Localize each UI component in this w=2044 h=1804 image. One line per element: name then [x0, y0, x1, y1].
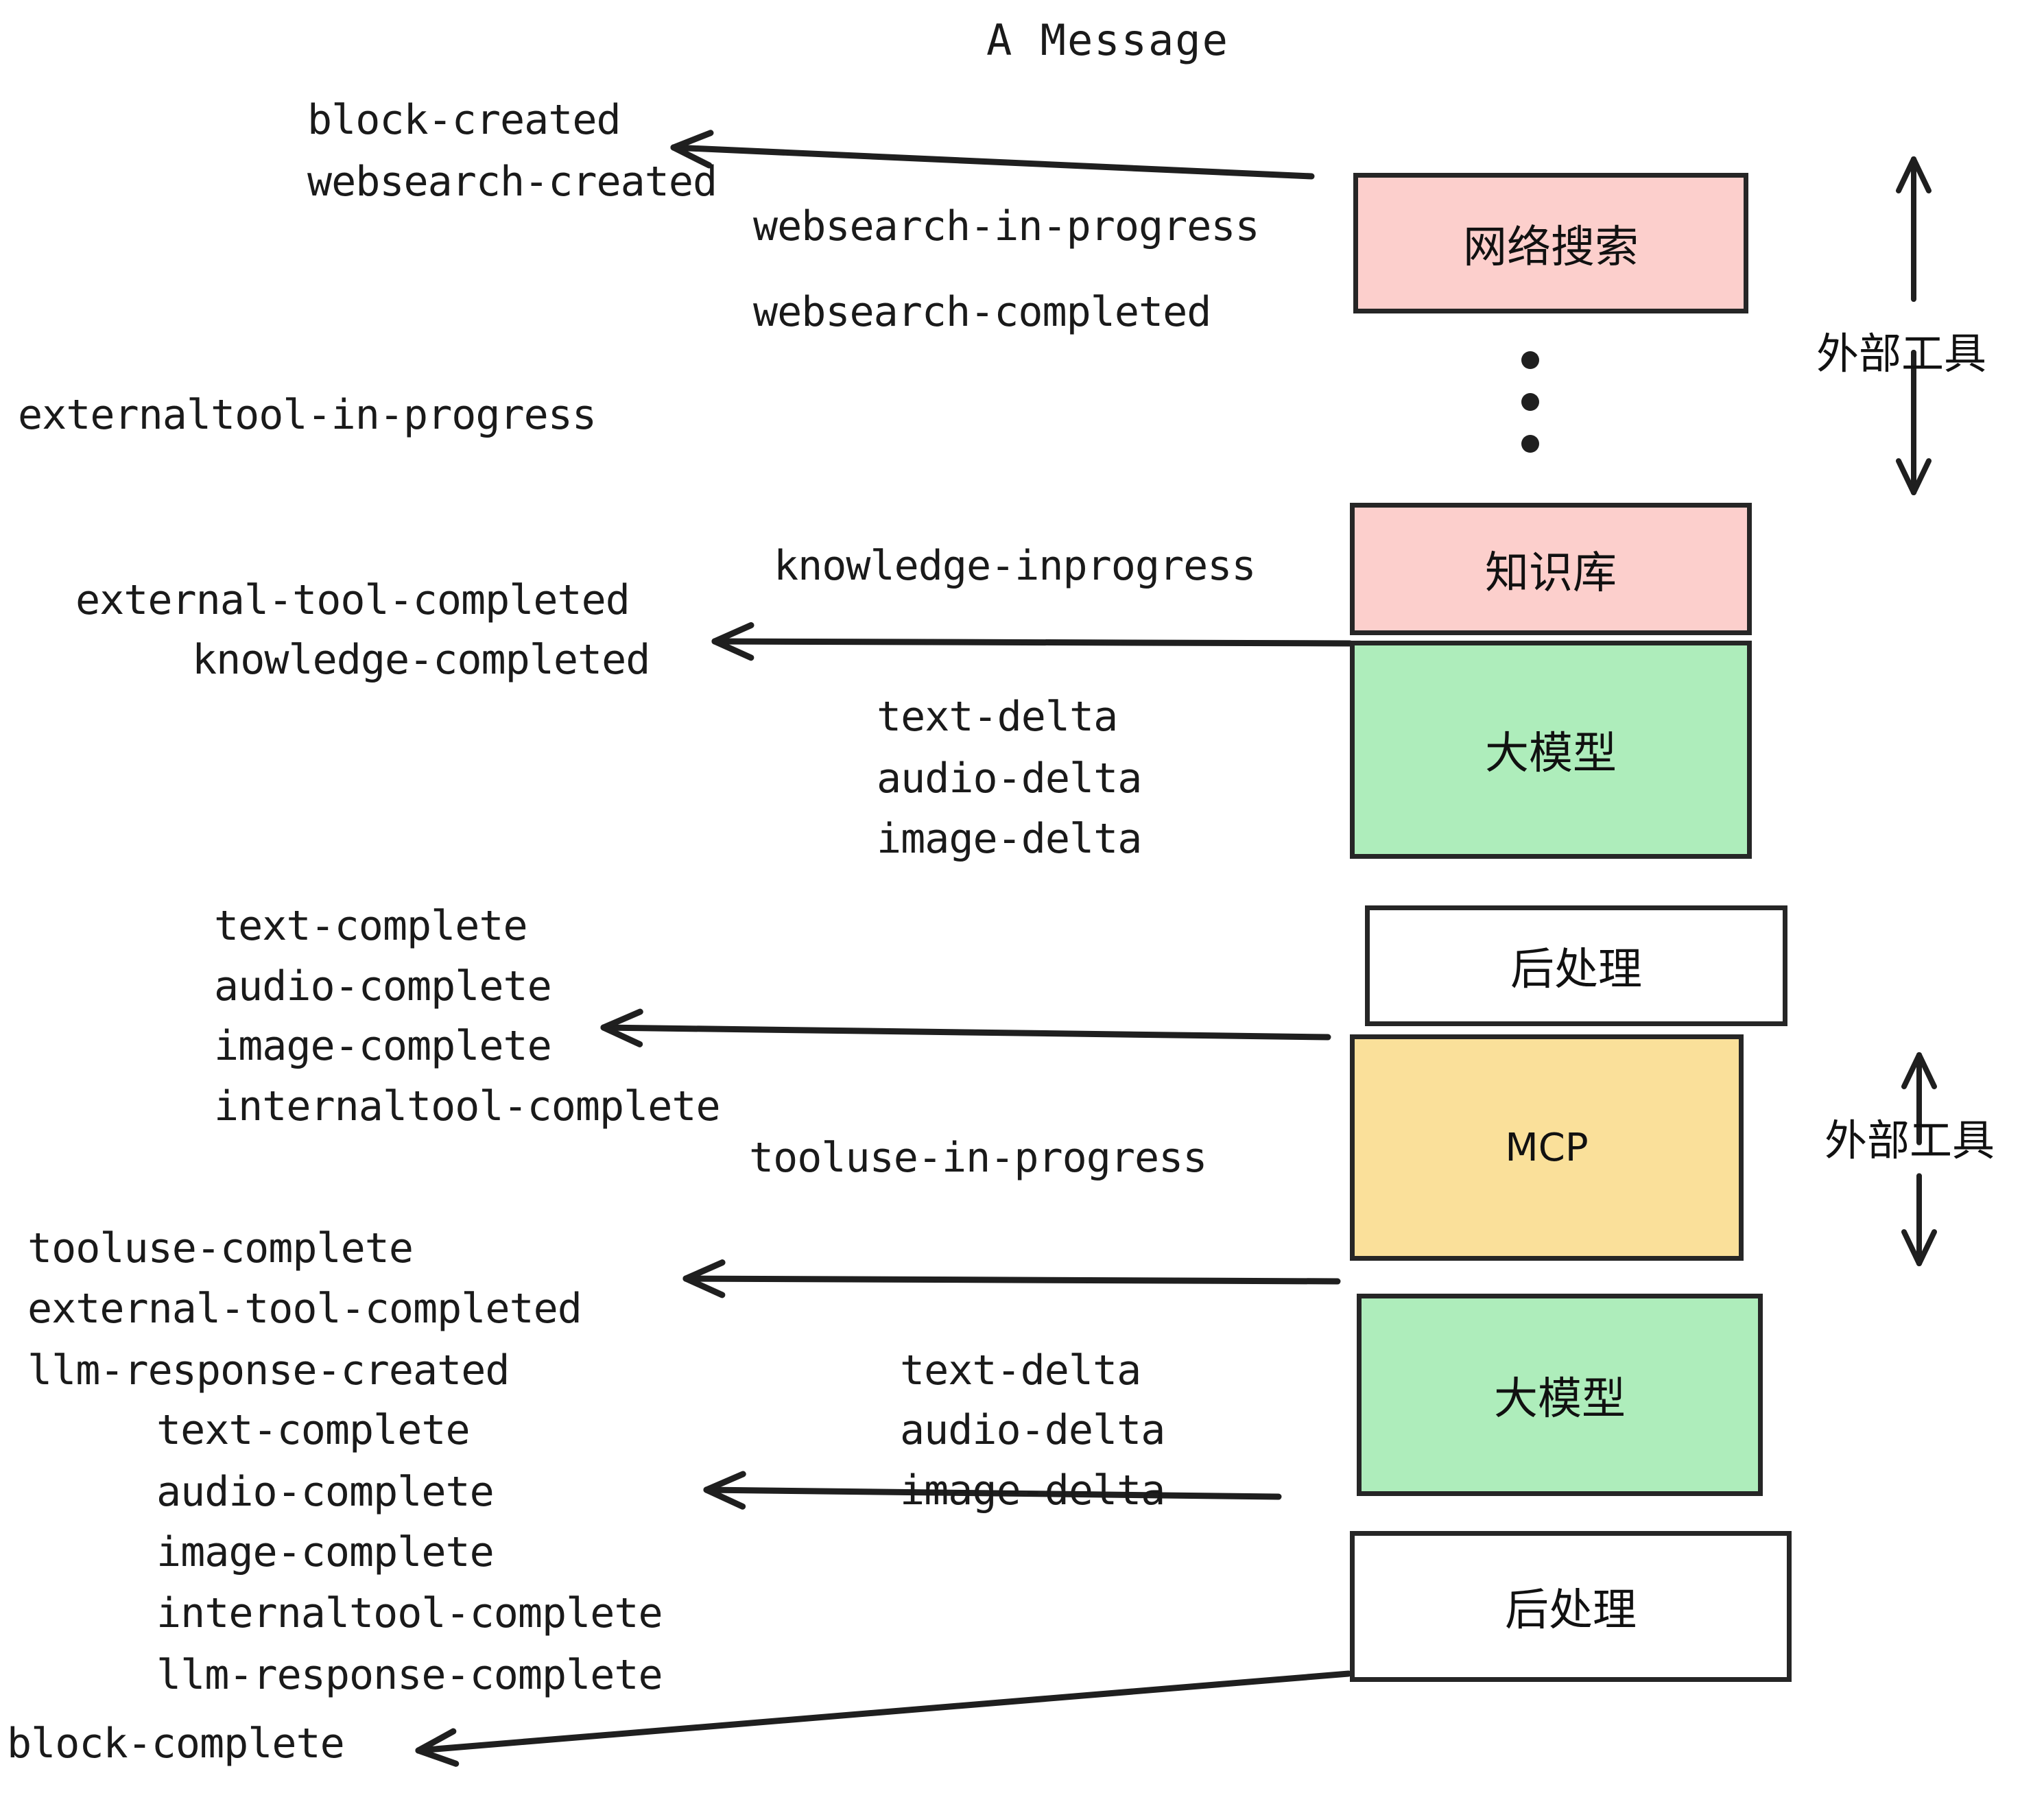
- event-label: knowledge-completed: [192, 636, 650, 684]
- event-label: tooluse-in-progress: [749, 1134, 1207, 1182]
- external-tools-label: 外部工具: [1825, 1115, 1995, 1165]
- event-label: image-complete: [156, 1528, 495, 1576]
- page-title: A Message: [986, 15, 1229, 65]
- event-label: image-complete: [214, 1022, 552, 1070]
- event-label: audio-complete: [214, 962, 552, 1010]
- node-7[interactable]: 后处理: [1350, 1531, 1792, 1682]
- event-label: websearch-created: [307, 158, 717, 206]
- vertical-ellipsis-icon: [1521, 351, 1539, 453]
- event-label: text-delta: [877, 693, 1118, 741]
- event-label: websearch-in-progress: [753, 202, 1260, 250]
- event-label: block-complete: [7, 1720, 345, 1768]
- event-label: audio-delta: [877, 755, 1142, 803]
- event-label: external-tool-completed: [75, 576, 630, 624]
- event-label: llm-response-complete: [156, 1651, 663, 1699]
- ellipsis-dot: [1521, 435, 1539, 453]
- event-label: external-tool-completed: [27, 1285, 582, 1333]
- node-3[interactable]: 大模型: [1350, 641, 1752, 859]
- event-label: block-created: [307, 96, 621, 144]
- event-label: image-delta: [900, 1467, 1165, 1515]
- event-label: tooluse-complete: [27, 1224, 414, 1272]
- event-label: externaltool-in-progress: [18, 391, 597, 439]
- arrow-mcp-to-image-complete: [600, 1008, 1331, 1047]
- node-5[interactable]: MCP: [1350, 1034, 1744, 1261]
- event-label: text-delta: [900, 1346, 1141, 1394]
- event-label: audio-delta: [900, 1406, 1165, 1454]
- event-label: knowledge-inprogress: [774, 542, 1256, 590]
- ellipsis-dot: [1521, 351, 1539, 369]
- event-label: text-complete: [214, 902, 528, 950]
- node-1[interactable]: 网络搜索: [1353, 173, 1748, 313]
- arrow-websearch-to-block-created: [670, 130, 1315, 180]
- event-label: websearch-completed: [753, 288, 1211, 336]
- event-label: internaltool-complete: [156, 1589, 663, 1637]
- external-tools-label: 外部工具: [1816, 329, 1987, 379]
- node-4[interactable]: 后处理: [1365, 905, 1787, 1026]
- external-tools-scope-arrow-top: [1896, 156, 1932, 495]
- arrow-llm-to-knowledge-completed: [711, 622, 1353, 661]
- event-label: internaltool-complete: [214, 1082, 721, 1130]
- node-2[interactable]: 知识库: [1350, 503, 1752, 635]
- node-6[interactable]: 大模型: [1357, 1294, 1763, 1496]
- event-label: audio-complete: [156, 1468, 495, 1516]
- arrow-llm-to-tooluse-complete: [682, 1259, 1341, 1298]
- ellipsis-dot: [1521, 393, 1539, 411]
- event-label: image-delta: [877, 815, 1142, 863]
- event-label: text-complete: [156, 1406, 471, 1454]
- event-label: llm-response-created: [27, 1346, 510, 1394]
